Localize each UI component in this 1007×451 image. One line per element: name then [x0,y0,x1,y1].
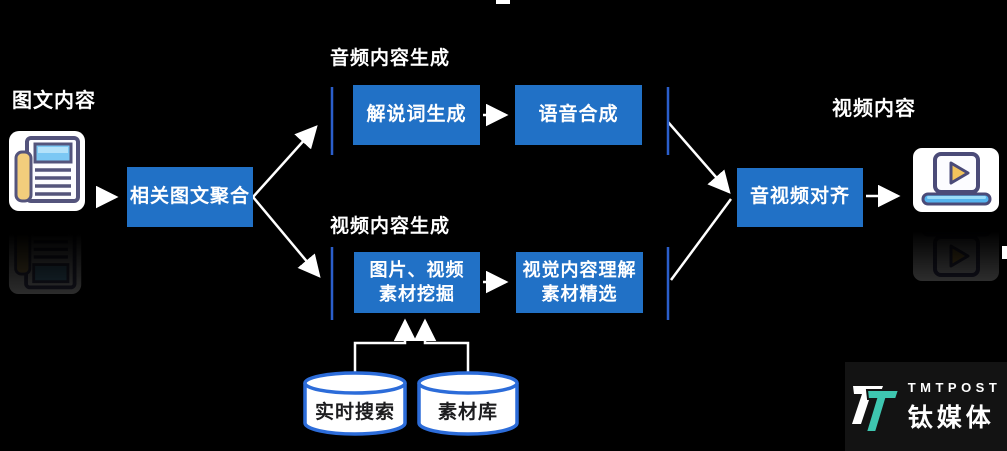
process-box-av-align: 音视频对齐 [737,168,863,227]
process-box-label-line2: 素材精选 [541,283,618,304]
process-box-label: 解说词生成 [366,103,467,125]
arrow-aggregate-to-audio-branch [252,125,318,198]
database-realtime-search: 实时搜索 [302,370,408,437]
output-icon-group [912,147,1000,282]
process-box-label-line1: 视觉内容理解 [522,260,637,281]
laptop-play-icon [913,148,999,212]
process-box-tts: 语音合成 [515,85,642,145]
tmtpost-brand-text: TMTPOST [907,379,1002,395]
top-edge-cropped-mark [496,0,510,4]
database-cylinder-icon [417,371,519,436]
process-box-label: 相关图文聚合 [129,185,250,207]
process-box-aggregate: 相关图文聚合 [127,167,253,227]
database-label: 实时搜索 [314,402,395,423]
process-box-label-line2: 素材挖掘 [379,283,455,304]
database-label: 素材库 [437,402,498,423]
process-box-narration: 解说词生成 [353,85,480,145]
audio-section-title: 音频内容生成 [330,48,451,69]
process-box-label: 语音合成 [538,103,619,125]
input-icon-group [8,130,86,297]
database-material-library: 素材库 [416,370,520,437]
arrow-aggregate-to-video-branch [252,196,321,278]
tmtpost-logo-icon [851,385,899,433]
connector-realtime-search-to-mining [353,318,417,374]
database-cylinder-icon [303,371,407,436]
process-box-visual-understanding: 视觉内容理解 素材精选 [516,252,643,313]
newspaper-icon-reflection [8,215,86,297]
process-box-material-mining: 图片、视频 素材挖掘 [354,252,480,313]
line-video-branch-to-align [669,198,733,281]
input-content-label: 图文内容 [12,90,96,112]
process-box-label: 音视频对齐 [749,186,850,208]
video-section-title: 视频内容生成 [330,216,451,237]
output-content-label: 视频内容 [832,98,916,120]
tmtpost-watermark: TMTPOST 钛媒体 [845,362,1007,451]
arrow-audio-branch-to-align [667,121,731,194]
right-edge-cropped-mark [1002,246,1007,259]
process-box-label-line1: 图片、视频 [369,260,465,281]
tmtpost-brand-cn-text: 钛媒体 [907,403,995,432]
connector-material-library-to-mining [413,318,470,374]
laptop-play-icon-reflection [912,216,1000,282]
newspaper-icon [9,131,85,211]
